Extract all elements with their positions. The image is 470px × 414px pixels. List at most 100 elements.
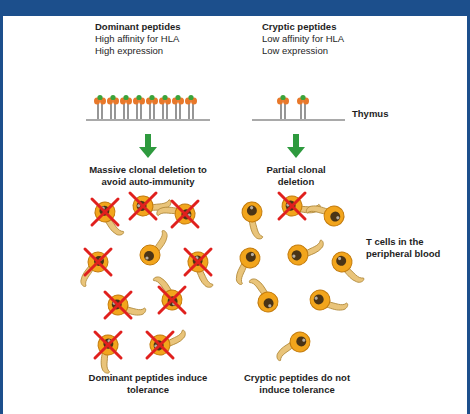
frame-left xyxy=(0,0,3,414)
highlight xyxy=(314,296,318,300)
cell-body xyxy=(238,198,266,226)
deletion-cross xyxy=(185,249,211,275)
cell-body xyxy=(307,287,333,313)
t-cell xyxy=(275,327,312,369)
cross-stroke xyxy=(105,292,131,318)
peptide xyxy=(123,95,128,100)
nucleus xyxy=(335,255,347,267)
cross-stroke xyxy=(279,193,305,219)
hla-molecule xyxy=(120,95,132,119)
bold-label: Thymus xyxy=(352,108,412,120)
highlight xyxy=(302,338,306,342)
cross-stroke xyxy=(159,287,185,313)
bold-label: Cryptic peptides xyxy=(262,21,382,33)
highlight xyxy=(268,304,272,308)
cross-stroke xyxy=(92,199,118,225)
cell-body xyxy=(129,192,157,220)
cell-body xyxy=(278,192,305,219)
hla-molecule xyxy=(107,95,119,119)
stalk xyxy=(127,104,128,119)
deletion-cross xyxy=(172,201,198,227)
hla-molecule xyxy=(146,95,158,119)
stalk xyxy=(280,104,281,119)
cell-body xyxy=(184,248,211,275)
cross-stroke xyxy=(185,249,211,275)
label: Low affinity for HLA xyxy=(262,33,382,45)
frame-right xyxy=(467,0,470,414)
cell-body xyxy=(284,241,311,268)
nucleus xyxy=(329,210,342,223)
cell-body xyxy=(238,246,261,269)
cross-stroke xyxy=(185,249,211,275)
stalk xyxy=(188,104,189,119)
stalk xyxy=(123,104,124,119)
cell-body xyxy=(287,329,313,355)
header-band xyxy=(0,0,470,16)
label: High expression xyxy=(95,45,215,57)
t-cell xyxy=(233,198,277,241)
cross-stroke xyxy=(85,249,111,275)
highlight xyxy=(249,206,254,211)
bold-label: Dominant peptides xyxy=(95,21,215,33)
t-cell xyxy=(307,282,349,319)
cell-body xyxy=(146,331,173,358)
cell-body xyxy=(92,199,118,225)
deletion-cross xyxy=(105,292,131,318)
cross-stroke xyxy=(95,332,121,358)
t-cell xyxy=(284,229,325,272)
t-cell xyxy=(181,248,224,289)
cross-stroke xyxy=(147,332,173,358)
cross-stroke xyxy=(130,193,156,219)
peptide xyxy=(110,95,115,100)
cross-stroke xyxy=(85,249,111,275)
stalk xyxy=(136,104,137,119)
t-cell xyxy=(105,287,147,324)
green-arrow xyxy=(139,134,157,158)
t-cell xyxy=(90,199,132,236)
bold-label: T cells in the peripheral blood xyxy=(366,236,462,260)
t-cell xyxy=(129,183,173,226)
peptide xyxy=(162,95,167,100)
bold-label: Cryptic peptides do not induce tolerance xyxy=(232,372,362,396)
stalk xyxy=(114,104,115,119)
t-cells xyxy=(81,183,368,375)
stalk xyxy=(192,104,193,119)
hla-molecule xyxy=(185,95,197,119)
stalk xyxy=(304,104,305,119)
cross-stroke xyxy=(130,193,156,219)
t-cell xyxy=(329,250,368,283)
hla-molecule xyxy=(277,95,289,119)
t-cell xyxy=(278,185,321,226)
nucleus xyxy=(262,297,275,310)
stalk xyxy=(153,104,154,119)
nucleus xyxy=(245,204,259,218)
stalk xyxy=(300,104,301,119)
deletion-cross xyxy=(279,193,305,219)
cell-body xyxy=(140,245,160,265)
nucleus xyxy=(245,251,257,263)
t-cell xyxy=(146,275,188,312)
peptide xyxy=(175,95,180,100)
nucleus xyxy=(144,251,154,261)
cell-body xyxy=(171,200,198,227)
peptide xyxy=(188,95,193,100)
cell-body xyxy=(94,331,121,358)
cross-stroke xyxy=(92,199,118,225)
hla-molecules xyxy=(94,95,309,119)
peptide xyxy=(280,95,285,100)
cross-stroke xyxy=(172,201,198,227)
highlight xyxy=(251,253,255,257)
nucleus xyxy=(295,335,308,348)
cross-stroke xyxy=(95,332,121,358)
t-cell xyxy=(88,331,129,374)
cross-stroke xyxy=(105,292,131,318)
stalk xyxy=(284,104,285,119)
t-cell xyxy=(140,230,167,265)
highlight xyxy=(145,256,148,259)
stalk xyxy=(175,104,176,119)
deletion-cross xyxy=(147,332,173,358)
hla-molecule xyxy=(297,95,309,119)
highlight xyxy=(336,216,340,220)
nucleus xyxy=(290,249,304,263)
